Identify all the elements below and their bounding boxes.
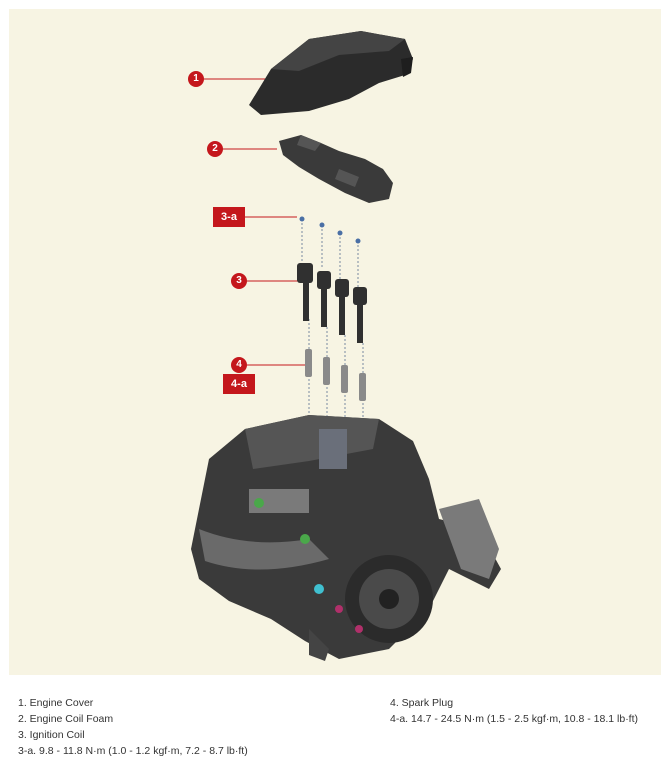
legend-column-right: 4. Spark Plug 4-a. 14.7 - 24.5 N·m (1.5 … xyxy=(390,695,638,727)
coil-bolts xyxy=(299,216,361,244)
legend-item-coil-foam: 2. Engine Coil Foam xyxy=(18,713,114,725)
callout-1: 1 xyxy=(188,71,204,87)
legend-item-ignition-coil: 3. Ignition Coil xyxy=(18,729,85,741)
legend-item-coil-torque: 3-a. 9.8 - 11.8 N·m (1.0 - 1.2 kgf·m, 7.… xyxy=(18,745,248,757)
exploded-diagram: 1 2 3-a 3 4 4-a xyxy=(9,9,661,675)
spark-plugs xyxy=(305,349,366,401)
legend-item-spark-plug: 4. Spark Plug xyxy=(390,697,454,709)
callout-3a: 3-a xyxy=(213,207,245,227)
callout-3: 3 xyxy=(231,273,247,289)
diagram-artwork xyxy=(191,31,501,661)
legend-column-left: 1. Engine Cover 2. Engine Coil Foam 3. I… xyxy=(18,695,248,759)
legend-item-engine-cover: 1. Engine Cover xyxy=(18,697,94,709)
callout-4: 4 xyxy=(231,357,247,373)
engine-coil-foam xyxy=(279,135,393,203)
ignition-coils xyxy=(297,263,367,343)
engine-assembly xyxy=(191,415,501,661)
callout-2: 2 xyxy=(207,141,223,157)
parts-legend: 1. Engine Cover 2. Engine Coil Foam 3. I… xyxy=(18,695,663,759)
legend-item-plug-torque: 4-a. 14.7 - 24.5 N·m (1.5 - 2.5 kgf·m, 1… xyxy=(390,713,639,725)
engine-cover xyxy=(249,31,413,115)
callout-4a: 4-a xyxy=(223,374,255,394)
